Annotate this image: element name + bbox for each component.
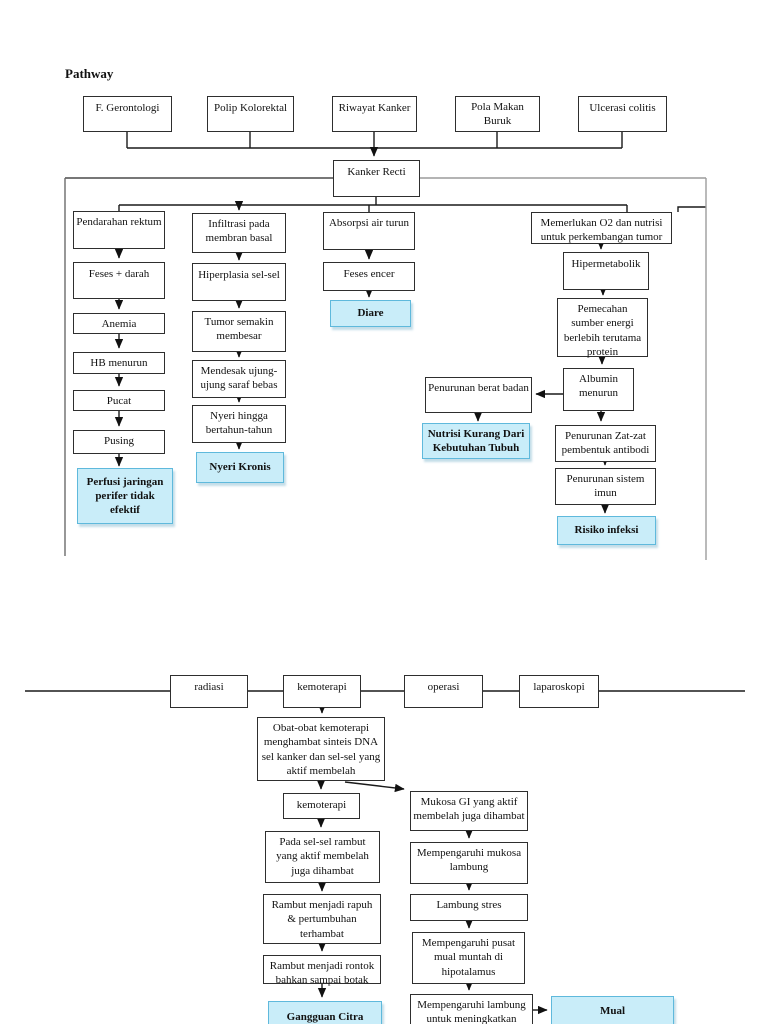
node-riwayat-kanker: Riwayat Kanker (332, 96, 417, 132)
diagnosis-gangguan-citra: Gangguan Citra (268, 1001, 382, 1024)
node-hiperplasia-sel: Hiperplasia sel-sel (192, 263, 286, 301)
page-title: Pathway (65, 66, 114, 81)
node-pendarahan-rektum: Pendarahan rektum (73, 211, 165, 249)
diagnosis-mual: Mual (551, 996, 674, 1024)
node-mempengaruhi-mukosa-lambung: Mempengaruhi mukosa lambung (410, 842, 528, 884)
node-absorpsi-air-turun: Absorpsi air turun (323, 212, 415, 250)
node-rambut-rapuh: Rambut menjadi rapuh & pertumbuhan terha… (263, 894, 381, 944)
node-lambung-stres: Lambung stres (410, 894, 528, 921)
node-penurunan-zat-antibodi: Penurunan Zat-zat pembentuk antibodi (555, 425, 656, 462)
node-feses-encer: Feses encer (323, 262, 415, 291)
node-penurunan-berat-badan: Penurunan berat badan (425, 377, 532, 413)
node-hipermetabolik: Hipermetabolik (563, 252, 649, 290)
diagnosis-perfusi-jaringan: Perfusi jaringan perifer tidak efektif (77, 468, 173, 524)
node-rambut-rontok: Rambut menjadi rontok bahkan sampai bota… (263, 955, 381, 986)
diagnosis-nutrisi-kurang: Nutrisi Kurang Dari Kebutuhan Tubuh (422, 423, 530, 459)
diagnosis-diare: Diare (330, 300, 411, 327)
node-pusing: Pusing (73, 430, 165, 454)
node-mukosa-gi-dihambat: Mukosa GI yang aktif membelah juga diham… (410, 791, 528, 831)
node-feses-darah: Feses + darah (73, 262, 165, 299)
node-nyeri-bertahun: Nyeri hingga bertahun-tahun (192, 405, 286, 443)
node-f-gerontologi: F. Gerontologi (83, 96, 172, 132)
node-obat-kemoterapi-dna: Obat-obat kemoterapi menghambat sinteis … (257, 717, 385, 781)
node-laparoskopi: laparoskopi (519, 675, 599, 708)
node-infiltrasi-membran-basal: Infiltrasi pada membran basal (192, 213, 286, 253)
node-ulcerasi-colitis: Ulcerasi colitis (578, 96, 667, 132)
node-kanker-recti: Kanker Recti (333, 160, 420, 197)
node-kemoterapi-sub: kemoterapi (283, 793, 360, 819)
node-pemecahan-energi: Pemecahan sumber energi berlebih terutam… (557, 298, 648, 358)
node-albumin-menurun: Albumin menurun (563, 368, 634, 411)
node-polip-kolorektal: Polip Kolorektal (207, 96, 294, 132)
diagnosis-nyeri-kronis: Nyeri Kronis (196, 452, 284, 483)
node-sel-rambut-dihambat: Pada sel-sel rambut yang aktif membelah … (265, 831, 380, 883)
node-penurunan-sistem-imun: Penurunan sistem imun (555, 468, 656, 505)
node-mendesak-saraf: Mendesak ujung-ujung saraf bebas (192, 360, 286, 398)
node-radiasi: radiasi (170, 675, 248, 708)
diagnosis-risiko-infeksi: Risiko infeksi (557, 516, 656, 545)
node-pola-makan-buruk: Pola Makan Buruk (455, 96, 540, 132)
node-anemia: Anemia (73, 313, 165, 334)
node-tumor-membesar: Tumor semakin membesar (192, 311, 286, 352)
node-hb-menurun: HB menurun (73, 352, 165, 374)
node-kemoterapi: kemoterapi (283, 675, 361, 708)
node-memerlukan-o2-nutrisi: Memerlukan O2 dan nutrisi untuk perkemba… (531, 212, 672, 244)
node-pusat-mual-hipotalamus: Mempengaruhi pusat mual muntah di hipota… (412, 932, 525, 984)
node-lambung-meningkatkan: Mempengaruhi lambung untuk meningkatkan (410, 994, 533, 1024)
node-operasi: operasi (404, 675, 483, 708)
node-pucat: Pucat (73, 390, 165, 411)
